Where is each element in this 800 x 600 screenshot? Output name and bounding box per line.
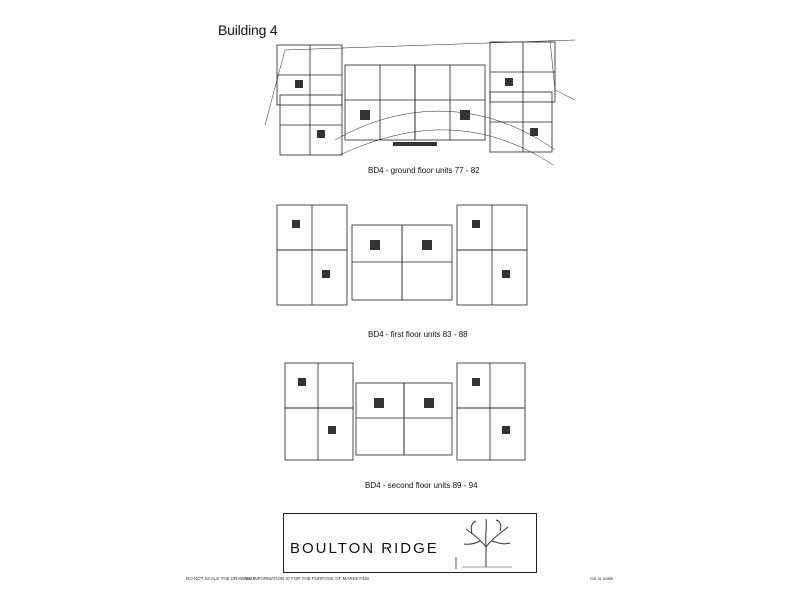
second-floor-caption: BD4 - second floor units 89 - 94 [365,481,478,490]
footer-disclaimer: DO NOT SCALE THE DRAWINGS [186,576,256,581]
brand-name: BOULTON RIDGE [290,540,439,557]
ground-floor-plan [255,30,575,170]
ground-floor-caption: BD4 - ground floor units 77 - 82 [368,166,480,175]
first-floor-plan [272,200,532,315]
brand-box [283,513,537,573]
tree-logo-icon [452,517,522,574]
footer-note: ALL INFORMATION IS FOR THE PURPOSE OF MA… [244,576,370,581]
building-title: Building 4 [218,22,278,38]
second-floor-plan [280,358,530,468]
footer-scale: not to scale [590,576,614,581]
first-floor-caption: BD4 - first floor units 83 - 88 [368,330,468,339]
